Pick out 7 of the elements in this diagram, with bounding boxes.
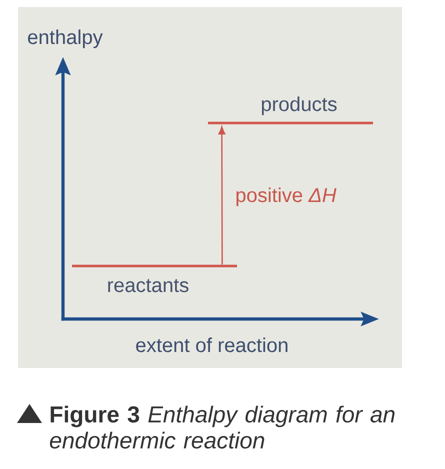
axis-label: extent of reaction: [136, 338, 288, 352]
level-label: reactants: [108, 279, 188, 292]
edge-label: positive ΔH: [234, 186, 338, 208]
level-label: products: [262, 96, 337, 116]
arrow: [218, 126, 226, 264]
axis-label: enthalpy: [28, 30, 103, 48]
caption: Figure 3 Enthalpy diagram for an endothermic reaction: [50, 406, 395, 449]
